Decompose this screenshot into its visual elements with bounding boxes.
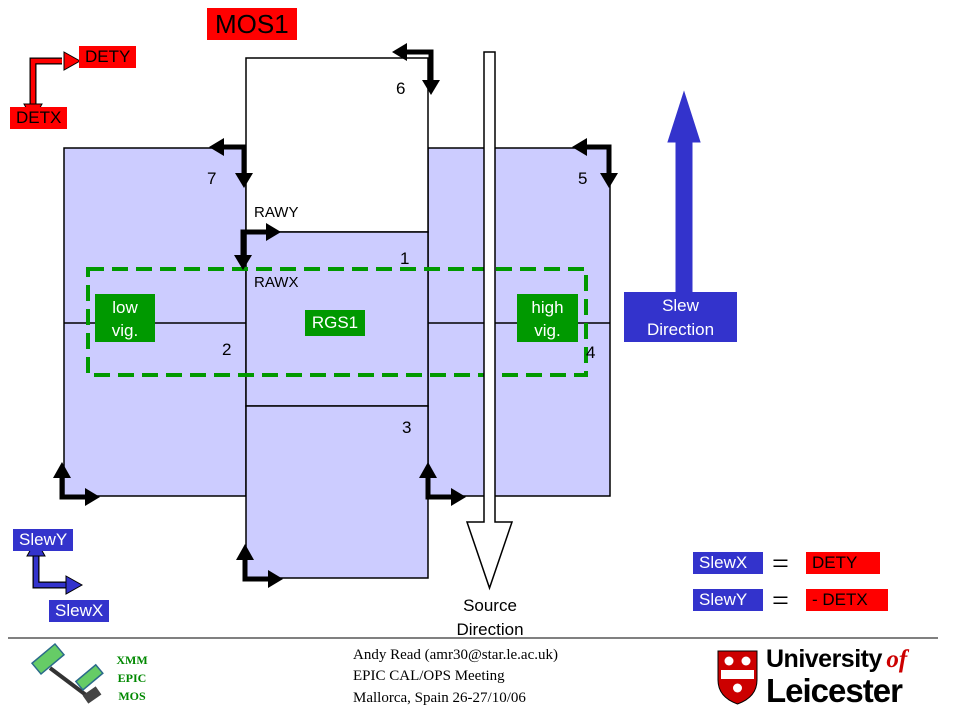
high-vignetting-label: high vig. xyxy=(517,294,578,342)
raw-axis-arrow-bottom-left xyxy=(53,462,100,506)
slew-direction-label: Slew Direction xyxy=(624,292,737,342)
dety-label: DETY xyxy=(79,46,137,68)
source-direction-arrow xyxy=(465,51,514,591)
ccd-number-2: 2 xyxy=(222,340,232,359)
equation-1-lhs: SlewX xyxy=(693,552,763,574)
rawx-label: RAWX xyxy=(254,274,299,291)
ccd-number-5: 5 xyxy=(578,169,588,188)
university-word: University xyxy=(766,645,882,673)
rawy-label: RAWY xyxy=(254,204,299,221)
ccd-number-4: 4 xyxy=(586,343,596,362)
project-label: XMM EPIC MOS xyxy=(100,651,164,705)
ccd-number-7: 7 xyxy=(207,169,217,188)
ccd-panel-bottom xyxy=(245,405,429,579)
raw-axis-arrow-5 xyxy=(572,138,618,188)
project-line-epic: EPIC xyxy=(117,671,147,685)
ccd-number-6: 6 xyxy=(396,79,406,98)
equation-2-rhs: - DETX xyxy=(806,589,888,611)
footer-author: Andy Read (amr30@star.le.ac.uk) xyxy=(353,647,558,663)
university-crest-icon xyxy=(717,650,758,705)
raw-axis-arrow-6 xyxy=(392,43,440,95)
rgs1-label: RGS1 xyxy=(305,310,365,336)
equation-2-lhs: SlewY xyxy=(693,589,763,611)
raw-axis-arrow-7 xyxy=(209,138,253,188)
university-of: of xyxy=(886,646,908,673)
ccd-panel-top xyxy=(245,57,429,233)
raw-axis-arrow-bottom xyxy=(236,544,283,588)
vignetting-box xyxy=(86,267,588,377)
source-direction-label: Source Direction xyxy=(456,596,524,639)
slew-direction-arrow xyxy=(667,90,701,294)
ccd-panel-left xyxy=(63,147,247,497)
ccd-number-3: 3 xyxy=(402,418,412,437)
page-title: MOS1 xyxy=(207,8,297,40)
university-wordmark: University of Leicester xyxy=(766,645,938,708)
slewy-label: SlewY xyxy=(13,529,74,551)
equation-2-equals: = xyxy=(772,584,789,617)
footer-place: Mallorca, Spain 26-27/10/06 xyxy=(353,690,526,706)
project-line-xmm: XMM xyxy=(116,653,148,667)
low-vignetting-label: low vig. xyxy=(95,294,155,342)
footer-meeting: EPIC CAL/OPS Meeting xyxy=(353,668,505,684)
raw-axis-arrow-3 xyxy=(419,462,466,506)
raw-axis-arrow-1 xyxy=(234,223,281,270)
equation-1-equals: = xyxy=(772,547,789,580)
detx-label: DETX xyxy=(10,107,68,129)
project-line-mos: MOS xyxy=(118,689,146,703)
university-city: Leicester xyxy=(766,672,903,709)
xmm-satellite-icon xyxy=(30,642,104,704)
ccd-number-1: 1 xyxy=(400,249,410,268)
slewx-label: SlewX xyxy=(49,600,110,622)
equation-1-rhs: DETY xyxy=(806,552,880,574)
